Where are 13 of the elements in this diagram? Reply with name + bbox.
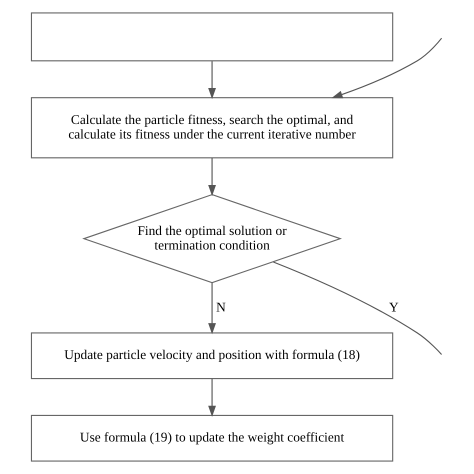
edge-label: Y — [388, 299, 399, 314]
arrow — [331, 38, 442, 98]
node-box — [30, 12, 394, 62]
arrow — [208, 61, 216, 100]
node-box: Use formula (19) to update the weight coefficient — [30, 414, 394, 462]
arrow — [208, 158, 216, 196]
arrow — [208, 282, 216, 334]
edge-label: N — [216, 299, 226, 314]
node-box: Calculate the particle fitness, search the optimal, and calculate its fitness under the current iterative number — [30, 97, 394, 158]
connector — [273, 261, 442, 355]
arrow — [208, 378, 216, 417]
node-box: Update particle velocity and position with formula (18) — [30, 332, 394, 380]
node-diamond: Find the optimal solution or termination condition — [82, 194, 342, 284]
